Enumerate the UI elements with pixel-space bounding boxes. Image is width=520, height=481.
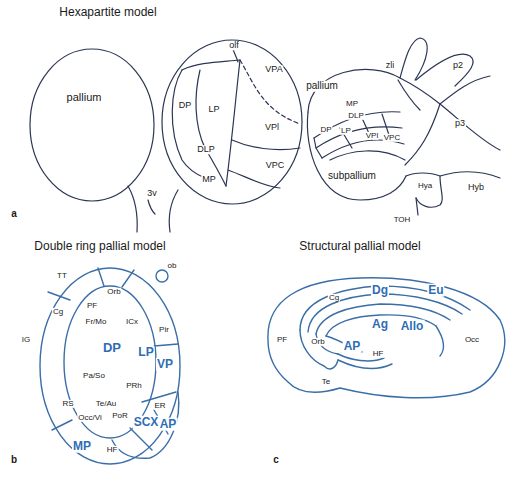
model-label: LP xyxy=(137,346,154,359)
region-label: Pir xyxy=(158,326,170,334)
model-label: Dg xyxy=(371,284,389,297)
model-label: SCX xyxy=(133,416,160,429)
panel-letter: c xyxy=(272,455,280,466)
region-label: Occ xyxy=(464,336,480,344)
region-label: HF xyxy=(106,446,119,454)
region-label: p2 xyxy=(452,61,464,70)
region-label: Fr/Mo xyxy=(85,318,108,326)
region-label: DP xyxy=(319,126,332,134)
region-label: Orb xyxy=(310,338,325,346)
region-label: ER xyxy=(153,402,166,410)
panel-title: Double ring pallial model xyxy=(33,240,166,253)
region-label: VPC xyxy=(265,161,286,170)
region-label: IG xyxy=(21,336,31,344)
region-label: pallium xyxy=(66,92,103,104)
region-label: olf xyxy=(228,41,240,50)
region-label: PRh xyxy=(125,382,143,390)
region-label: Pa/So xyxy=(82,372,106,380)
region-label: Hya xyxy=(417,182,433,190)
region-label: LP xyxy=(340,127,352,135)
model-label: MP xyxy=(72,440,92,453)
region-label: VPl xyxy=(365,132,379,140)
region-label: Occ/Vi xyxy=(77,414,102,422)
region-label: PF xyxy=(276,336,288,344)
region-label: ob xyxy=(167,262,178,270)
region-label: Te xyxy=(321,378,331,386)
panel-letter: b xyxy=(10,455,18,466)
region-label: subpallium xyxy=(327,171,377,182)
region-label: Cg xyxy=(328,294,340,302)
region-label: DLP xyxy=(196,145,216,154)
region-label: DP xyxy=(178,101,193,110)
region-label: MP xyxy=(201,175,217,184)
region-label: zli xyxy=(385,61,396,70)
region-label: LP xyxy=(207,105,220,114)
model-label: Ag xyxy=(371,318,389,331)
region-label: pallium xyxy=(305,81,339,92)
region-label: 3v xyxy=(146,189,158,198)
model-label: AP xyxy=(343,340,362,353)
region-label: MP xyxy=(345,100,359,108)
region-label: VPl xyxy=(264,123,280,132)
region-label: TOH xyxy=(393,216,412,224)
model-label: VP xyxy=(156,358,174,371)
model-label: AP xyxy=(159,418,178,431)
region-label: TT xyxy=(56,272,68,280)
region-label: Te/Au xyxy=(95,400,117,408)
panel-letter: a xyxy=(10,209,18,220)
panel-title: Hexapartite model xyxy=(58,6,157,19)
region-label: VPC xyxy=(383,134,401,142)
region-label: ICx xyxy=(125,318,139,326)
region-label: p3 xyxy=(454,119,466,128)
region-label: PF xyxy=(86,302,98,310)
region-label: Hyb xyxy=(467,183,485,192)
region-label: RS xyxy=(61,400,74,408)
region-label: Orb xyxy=(106,288,121,296)
region-label: PoR xyxy=(111,412,129,420)
region-label: VPA xyxy=(264,65,283,74)
region-label: HF xyxy=(372,350,385,358)
model-label: Allo xyxy=(400,320,425,333)
region-label: Cg xyxy=(52,308,64,316)
model-label: Eu xyxy=(427,284,444,297)
region-label: DLP xyxy=(347,112,365,120)
model-label: DP xyxy=(102,341,122,355)
panel-title: Structural pallial model xyxy=(298,240,421,253)
